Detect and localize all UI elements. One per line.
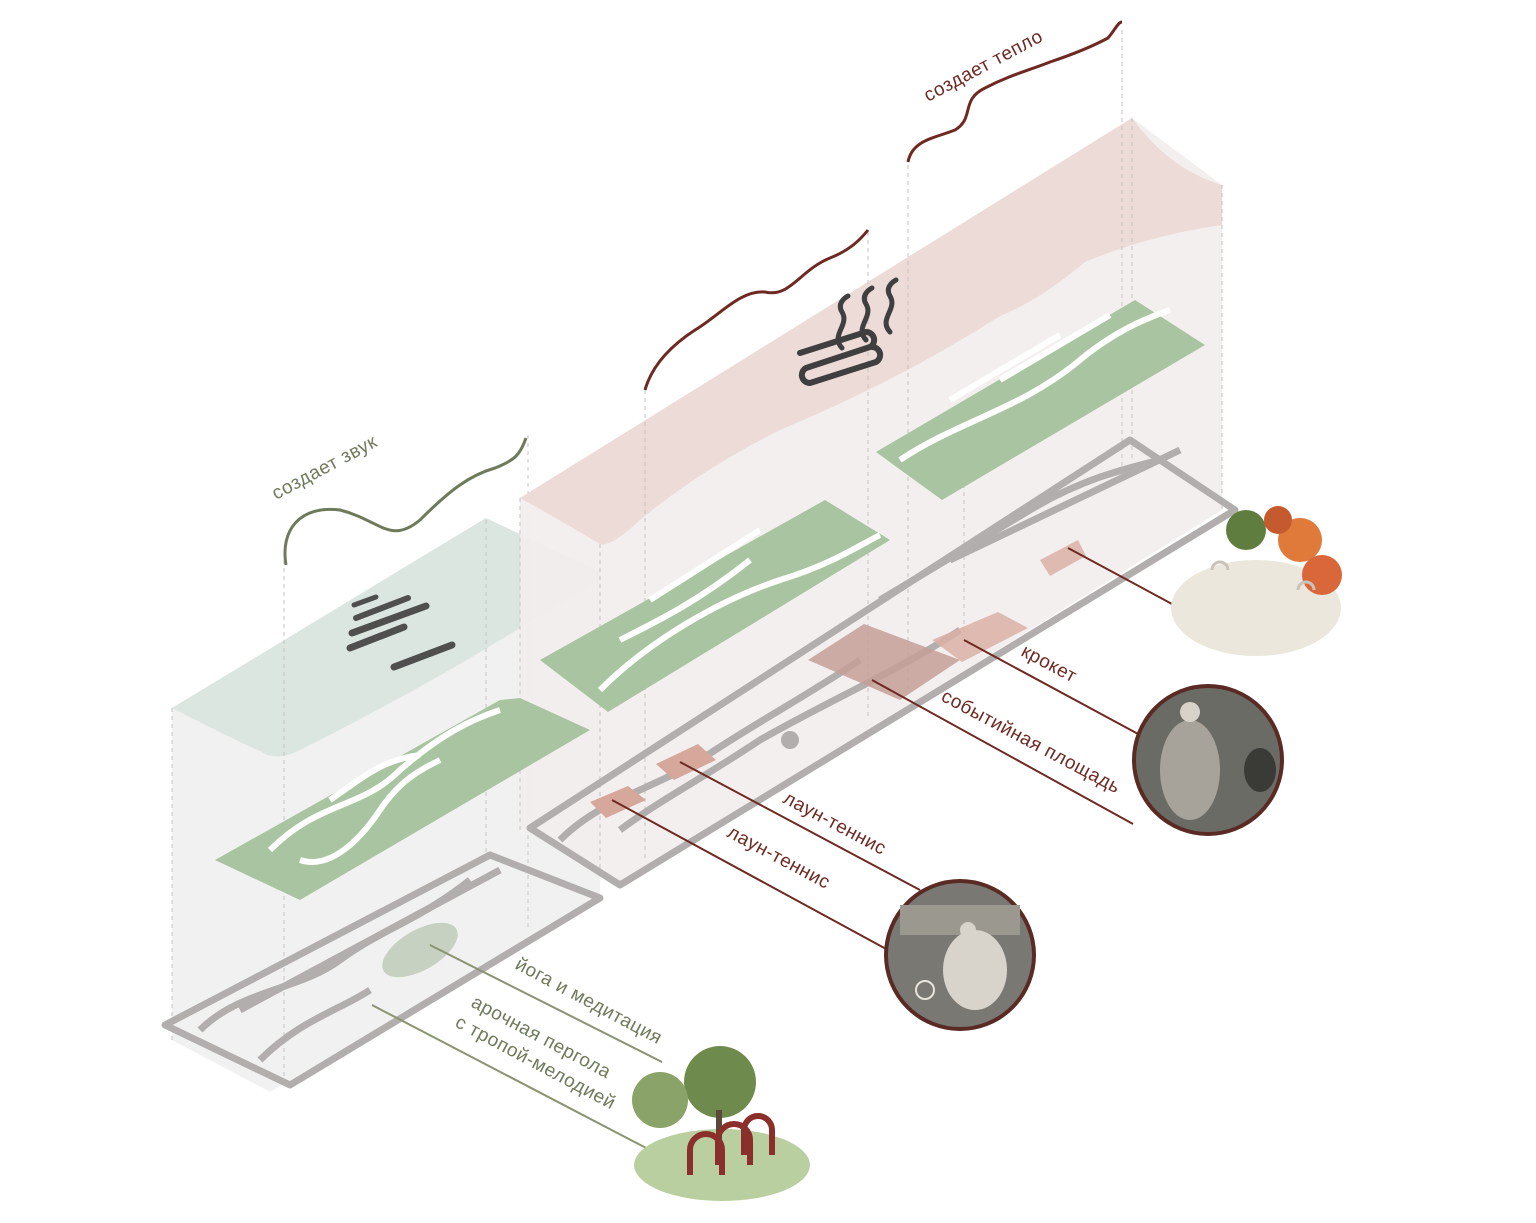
- label-warmth: создает тепло: [920, 26, 1046, 106]
- sound-bars-icon: [346, 594, 456, 671]
- lawn-layer-right: [876, 300, 1205, 500]
- path-plan-heat: [526, 436, 1239, 889]
- label-sound: создает звук: [268, 431, 381, 504]
- heat-wave-line-1: [643, 229, 870, 391]
- tennis-photo: [884, 879, 1036, 1031]
- lawn-path-cuts: [267, 307, 1171, 865]
- lawn-layer-sound: [215, 698, 590, 900]
- croquet-vignette: [1171, 506, 1342, 656]
- heat-wave-line-2: [906, 20, 1123, 163]
- leader-lines: [371, 547, 1173, 1151]
- pergola-vignette: [632, 1046, 810, 1201]
- heat-volume: [519, 30, 1223, 886]
- label-croquet: крокет: [1018, 641, 1081, 688]
- zone-highlights: [382, 540, 1086, 978]
- label-event-square: событийная площадь: [938, 686, 1124, 798]
- label-lawn-tennis-2: лаун-теннис: [724, 822, 834, 894]
- path-plan-sound: [161, 851, 604, 1089]
- heat-waves-icon: [797, 277, 899, 386]
- path-junction-dot: [781, 731, 799, 749]
- sound-wave-line: [283, 437, 528, 566]
- croquet-photo: [1132, 684, 1284, 836]
